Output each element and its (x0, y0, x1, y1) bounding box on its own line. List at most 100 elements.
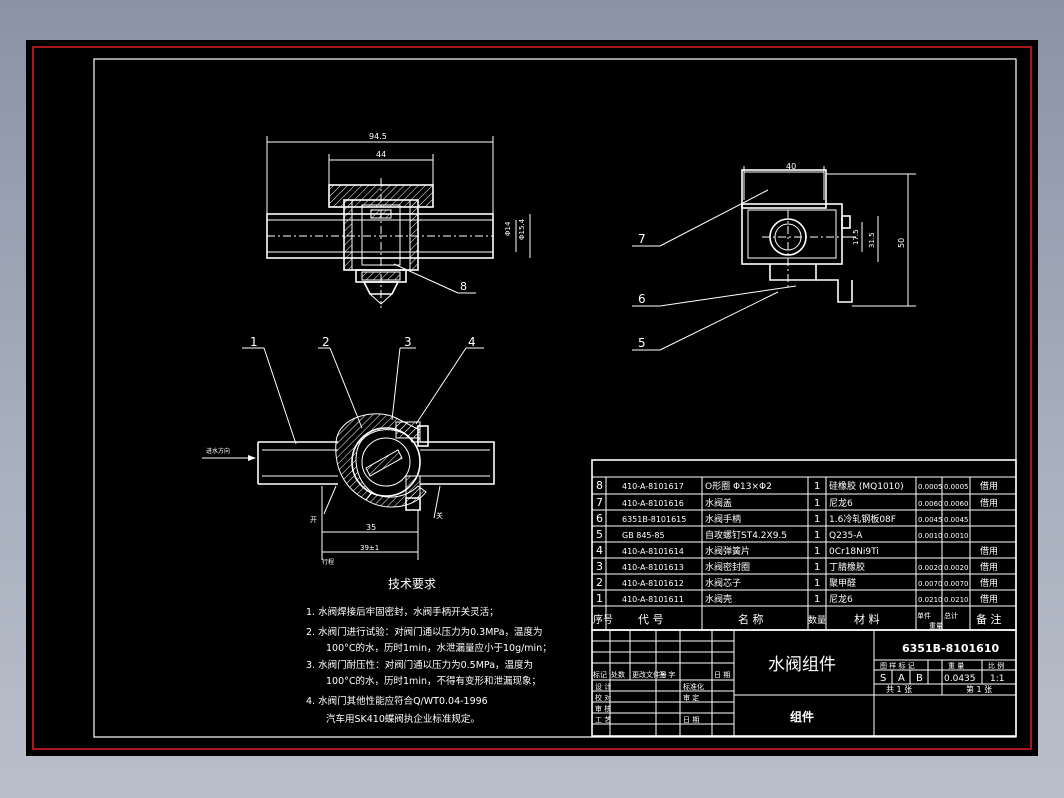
role-label: 工 艺 (595, 716, 611, 724)
part-code: 410-A-8101612 (622, 579, 684, 588)
callout-8: 8 (460, 280, 467, 293)
role-right-label: 审 定 (683, 693, 699, 702)
callout-1: 1 (250, 335, 258, 349)
part-material: Q235-A (829, 531, 863, 541)
part-code: 6351B-8101615 (622, 515, 686, 524)
part-unit-weight: 0.0070 (918, 580, 943, 588)
scale-label: 比 例 (988, 661, 1004, 670)
revision-headers: 标记处数更改文件号签 字日 期 (593, 670, 730, 679)
part-name: 水阀芯子 (705, 577, 741, 589)
hdr-qty: 数量 (808, 614, 826, 626)
part-material: 0Cr18Ni9Ti (829, 547, 879, 557)
part-name: 水阀弹簧片 (705, 545, 750, 557)
dim-39: 39±1 (360, 544, 379, 552)
part-code: 410-A-8101616 (622, 499, 684, 508)
part-qty: 1 (814, 546, 820, 557)
callout-3: 3 (404, 335, 412, 349)
part-code: 410-A-8101611 (622, 595, 684, 604)
callout-4: 4 (468, 335, 476, 349)
hdr-note: 备 注 (976, 612, 1002, 626)
parts-rows: 8 410-A-8101617 O形圈 Φ13×Φ2 1 硅橡胶 (MQ1010) 0.0… (596, 479, 998, 605)
part-no: 8 (596, 479, 603, 492)
part-name: 自攻螺钉ST4.2X9.5 (705, 529, 787, 541)
title-block: 标记处数更改文件号签 字日 期 设 计标准化校 对审 定审 核工 艺日 期 63… (591, 629, 1017, 737)
part-material: 尼龙6 (829, 593, 853, 605)
side-view: 40 17.5 31.5 50 7 6 5 (632, 162, 916, 351)
part-material: 1.6冷轧钢板08F (829, 513, 896, 525)
part-no: 7 (596, 496, 603, 509)
part-no: 4 (596, 544, 603, 557)
part-total-weight: 0.0020 (944, 564, 969, 572)
part-no: 5 (596, 528, 603, 541)
part-qty: 1 (814, 514, 820, 525)
tech-item-2b: 100°C的水，历时1min，水泄漏量应小于10g/min； (326, 642, 552, 654)
stage-b: B (916, 673, 923, 684)
drawing-title: 水阀组件 (768, 655, 836, 675)
part-total-weight: 0.0045 (944, 516, 969, 524)
part-unit-weight: 0.0005 (918, 483, 943, 491)
tech-item-4: 4. 水阀门其他性能应符合Q/WT0.04-1996 (306, 695, 488, 707)
part-no: 2 (596, 576, 603, 589)
part-total-weight: 0.0010 (944, 532, 969, 540)
part-qty: 1 (814, 530, 820, 541)
dim-d14: Φ14 (504, 221, 512, 236)
hdr-code: 代 号 (638, 613, 664, 626)
part-code: GB 845-85 (622, 531, 665, 540)
part-no: 1 (596, 592, 603, 605)
part-total-weight: 0.0210 (944, 596, 969, 604)
stage-a: A (898, 673, 905, 684)
drawing-subtitle: 组件 (790, 709, 814, 724)
rev-header: 日 期 (714, 671, 730, 679)
approval-roles: 设 计标准化校 对审 定审 核工 艺日 期 (595, 682, 704, 724)
tech-item-4b: 汽车用SK410蝶阀执企业标准规定。 (326, 713, 480, 725)
part-code: 410-A-8101613 (622, 563, 684, 572)
hdr-material: 材 料 (854, 612, 880, 626)
drawing-number: 6351B-8101610 (902, 642, 999, 655)
dim-d15-4: Φ15.4 (518, 218, 526, 240)
label-open: 开 (310, 516, 317, 524)
sheet-number: 第 1 张 (966, 684, 992, 694)
part-name: O形圈 Φ13×Φ2 (705, 480, 772, 492)
part-unit-weight: 0.0020 (918, 564, 943, 572)
hdr-name: 名 称 (738, 612, 764, 626)
hdr-total: 总计 (944, 611, 958, 620)
part-qty: 1 (814, 594, 820, 605)
tech-item-1: 1. 水阀焊接后牢固密封，水阀手柄开关灵活； (306, 606, 499, 618)
hdr-weight: 重量 (929, 622, 943, 630)
part-material: 硅橡胶 (MQ1010) (829, 480, 904, 492)
callout-7: 7 (638, 232, 646, 246)
part-qty: 1 (814, 562, 820, 573)
label-close: 关 (436, 511, 443, 520)
scale-value: 1:1 (990, 674, 1004, 684)
part-name: 水阀壳 (705, 593, 732, 605)
part-note: 借用 (980, 577, 998, 589)
hdr-no: 序号 (593, 613, 613, 626)
part-material: 聚甲醛 (829, 577, 856, 589)
section-view: 进水方向 开 关 35 39±1 行程 1 2 3 4 (202, 335, 495, 566)
top-view: 94.5 44 Φ14 Φ15.4 8 (266, 132, 531, 308)
label-inlet: 进水方向 (206, 447, 230, 455)
part-code: 410-A-8101617 (622, 482, 684, 491)
drawing-canvas: 94.5 44 Φ14 Φ15.4 8 (32, 46, 1032, 750)
part-no: 3 (596, 560, 603, 573)
part-material: 尼龙6 (829, 497, 853, 509)
rev-header: 处数 (611, 670, 625, 679)
part-name: 水阀手柄 (705, 513, 741, 525)
inner-frame (93, 58, 1017, 738)
role-right-label: 标准化 (683, 682, 704, 691)
outer-frame (32, 46, 1032, 750)
role-right-label: 日 期 (683, 716, 699, 724)
part-note: 借用 (980, 561, 998, 573)
label-stroke: 行程 (322, 558, 334, 566)
rev-header: 签 字 (659, 670, 675, 679)
part-material: 丁腈橡胶 (829, 561, 865, 573)
role-label: 校 对 (595, 693, 611, 702)
part-unit-weight: 0.0060 (918, 500, 943, 508)
callout-2: 2 (322, 335, 330, 349)
stage-label: 图 样 标 记 (880, 661, 915, 670)
part-total-weight: 0.0060 (944, 500, 969, 508)
dim-44: 44 (376, 150, 386, 159)
part-unit-weight: 0.0045 (918, 516, 943, 524)
part-name: 水阀盖 (705, 497, 732, 509)
role-label: 审 核 (595, 704, 611, 713)
